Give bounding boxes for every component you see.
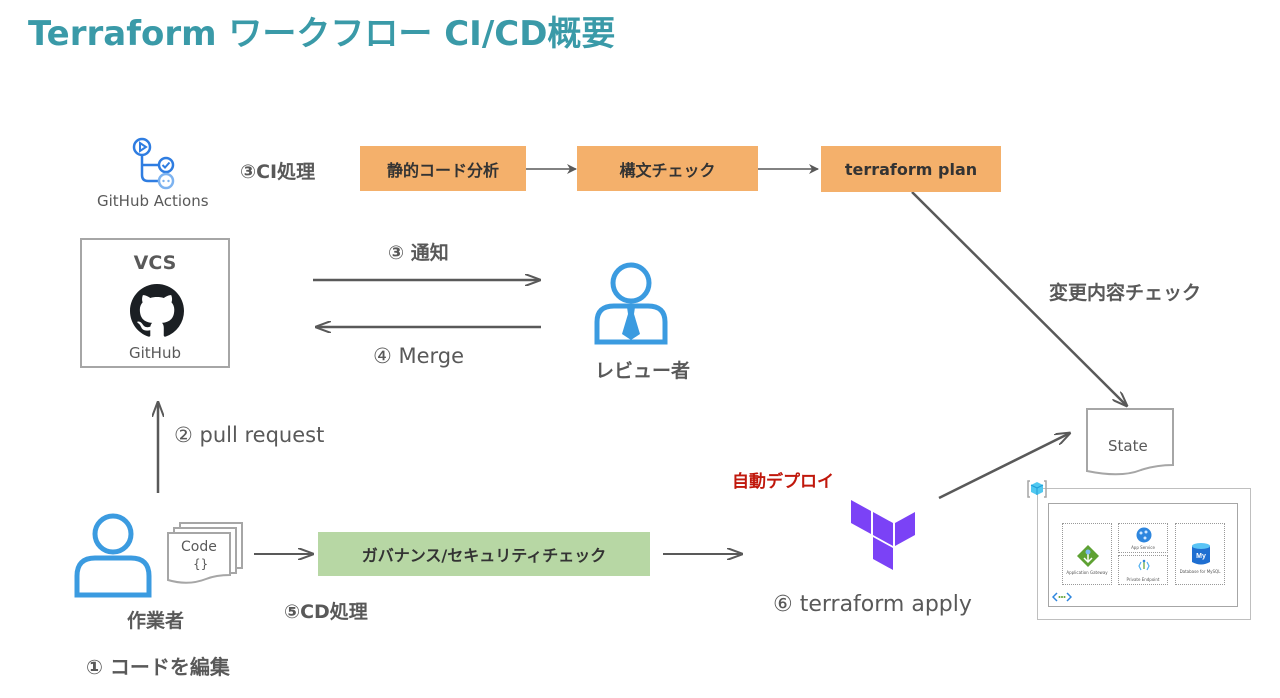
cd-step-label: ⑤CD処理: [284, 601, 368, 623]
code-doc-line1: Code: [181, 539, 217, 555]
service-mysql: My Database for MySQL: [1175, 523, 1225, 585]
arrow-plan-to-state: [911, 191, 1127, 406]
resource-group-icon: [1027, 480, 1047, 498]
vnet-icon: [1052, 592, 1072, 602]
service-label: App Service: [1131, 545, 1155, 550]
page-title: Terraform ワークフロー CI/CD概要: [28, 14, 616, 54]
terraform-logo-icon: [851, 500, 915, 570]
reviewer-label: レビュー者: [595, 360, 691, 382]
service-label: Private Endpoint: [1126, 577, 1160, 582]
app-service-icon: [1136, 527, 1152, 543]
github-actions-label: GitHub Actions: [97, 192, 209, 210]
pull-request-label: ② pull request: [174, 423, 325, 447]
vcs-box: VCS GitHub: [80, 238, 230, 368]
svg-text:My: My: [1196, 553, 1206, 560]
private-endpoint-icon: [1138, 559, 1150, 571]
terraform-apply-label: ⑥ terraform apply: [773, 592, 972, 617]
ci-step-label: ③CI処理: [240, 161, 316, 183]
ci-step-text: 構文チェック: [619, 160, 716, 180]
state-document-icon: [1086, 408, 1174, 476]
reviewer-icon: [594, 262, 668, 345]
azure-vnet: [1048, 503, 1238, 607]
github-actions-icon: [132, 137, 175, 190]
code-document-icon: [167, 522, 243, 584]
code-doc-line2: {}: [193, 557, 209, 571]
ci-step-text: 静的コード分析: [386, 160, 499, 180]
service-label: Database for MySQL: [1179, 569, 1221, 574]
github-icon: [130, 284, 184, 337]
notify-label: ③ 通知: [388, 242, 449, 264]
merge-label: ④ Merge: [373, 344, 465, 368]
ci-step-text: terraform plan: [844, 159, 978, 179]
application-gateway-icon: [1077, 545, 1099, 567]
service-application-gateway: Application Gateway: [1062, 523, 1112, 585]
worker-icon: [74, 513, 152, 598]
governance-check-text: ガバナンス/セキュリティチェック: [361, 546, 607, 565]
arrow-terraform-to-state: [938, 433, 1070, 500]
state-label: State: [1108, 437, 1148, 455]
edit-code-label: ① コードを編集: [86, 655, 230, 679]
change-check-label: 変更内容チェック: [1049, 282, 1202, 304]
azure-resource-group: [1037, 488, 1251, 620]
ci-step-syntax-check: 構文チェック: [577, 146, 758, 191]
auto-deploy-label: 自動デプロイ: [732, 472, 834, 492]
ci-step-terraform-plan: terraform plan: [821, 146, 1001, 192]
mysql-database-icon: My: [1192, 543, 1210, 565]
service-private-endpoint: Private Endpoint: [1118, 555, 1168, 585]
worker-label: 作業者: [127, 610, 185, 632]
vcs-name: GitHub: [129, 344, 181, 362]
vcs-header: VCS: [133, 252, 177, 274]
ci-step-static-analysis: 静的コード分析: [360, 146, 526, 191]
service-app-service: App Service: [1118, 523, 1168, 553]
governance-check-box: ガバナンス/セキュリティチェック: [318, 532, 650, 576]
service-label: Application Gateway: [1066, 570, 1108, 575]
